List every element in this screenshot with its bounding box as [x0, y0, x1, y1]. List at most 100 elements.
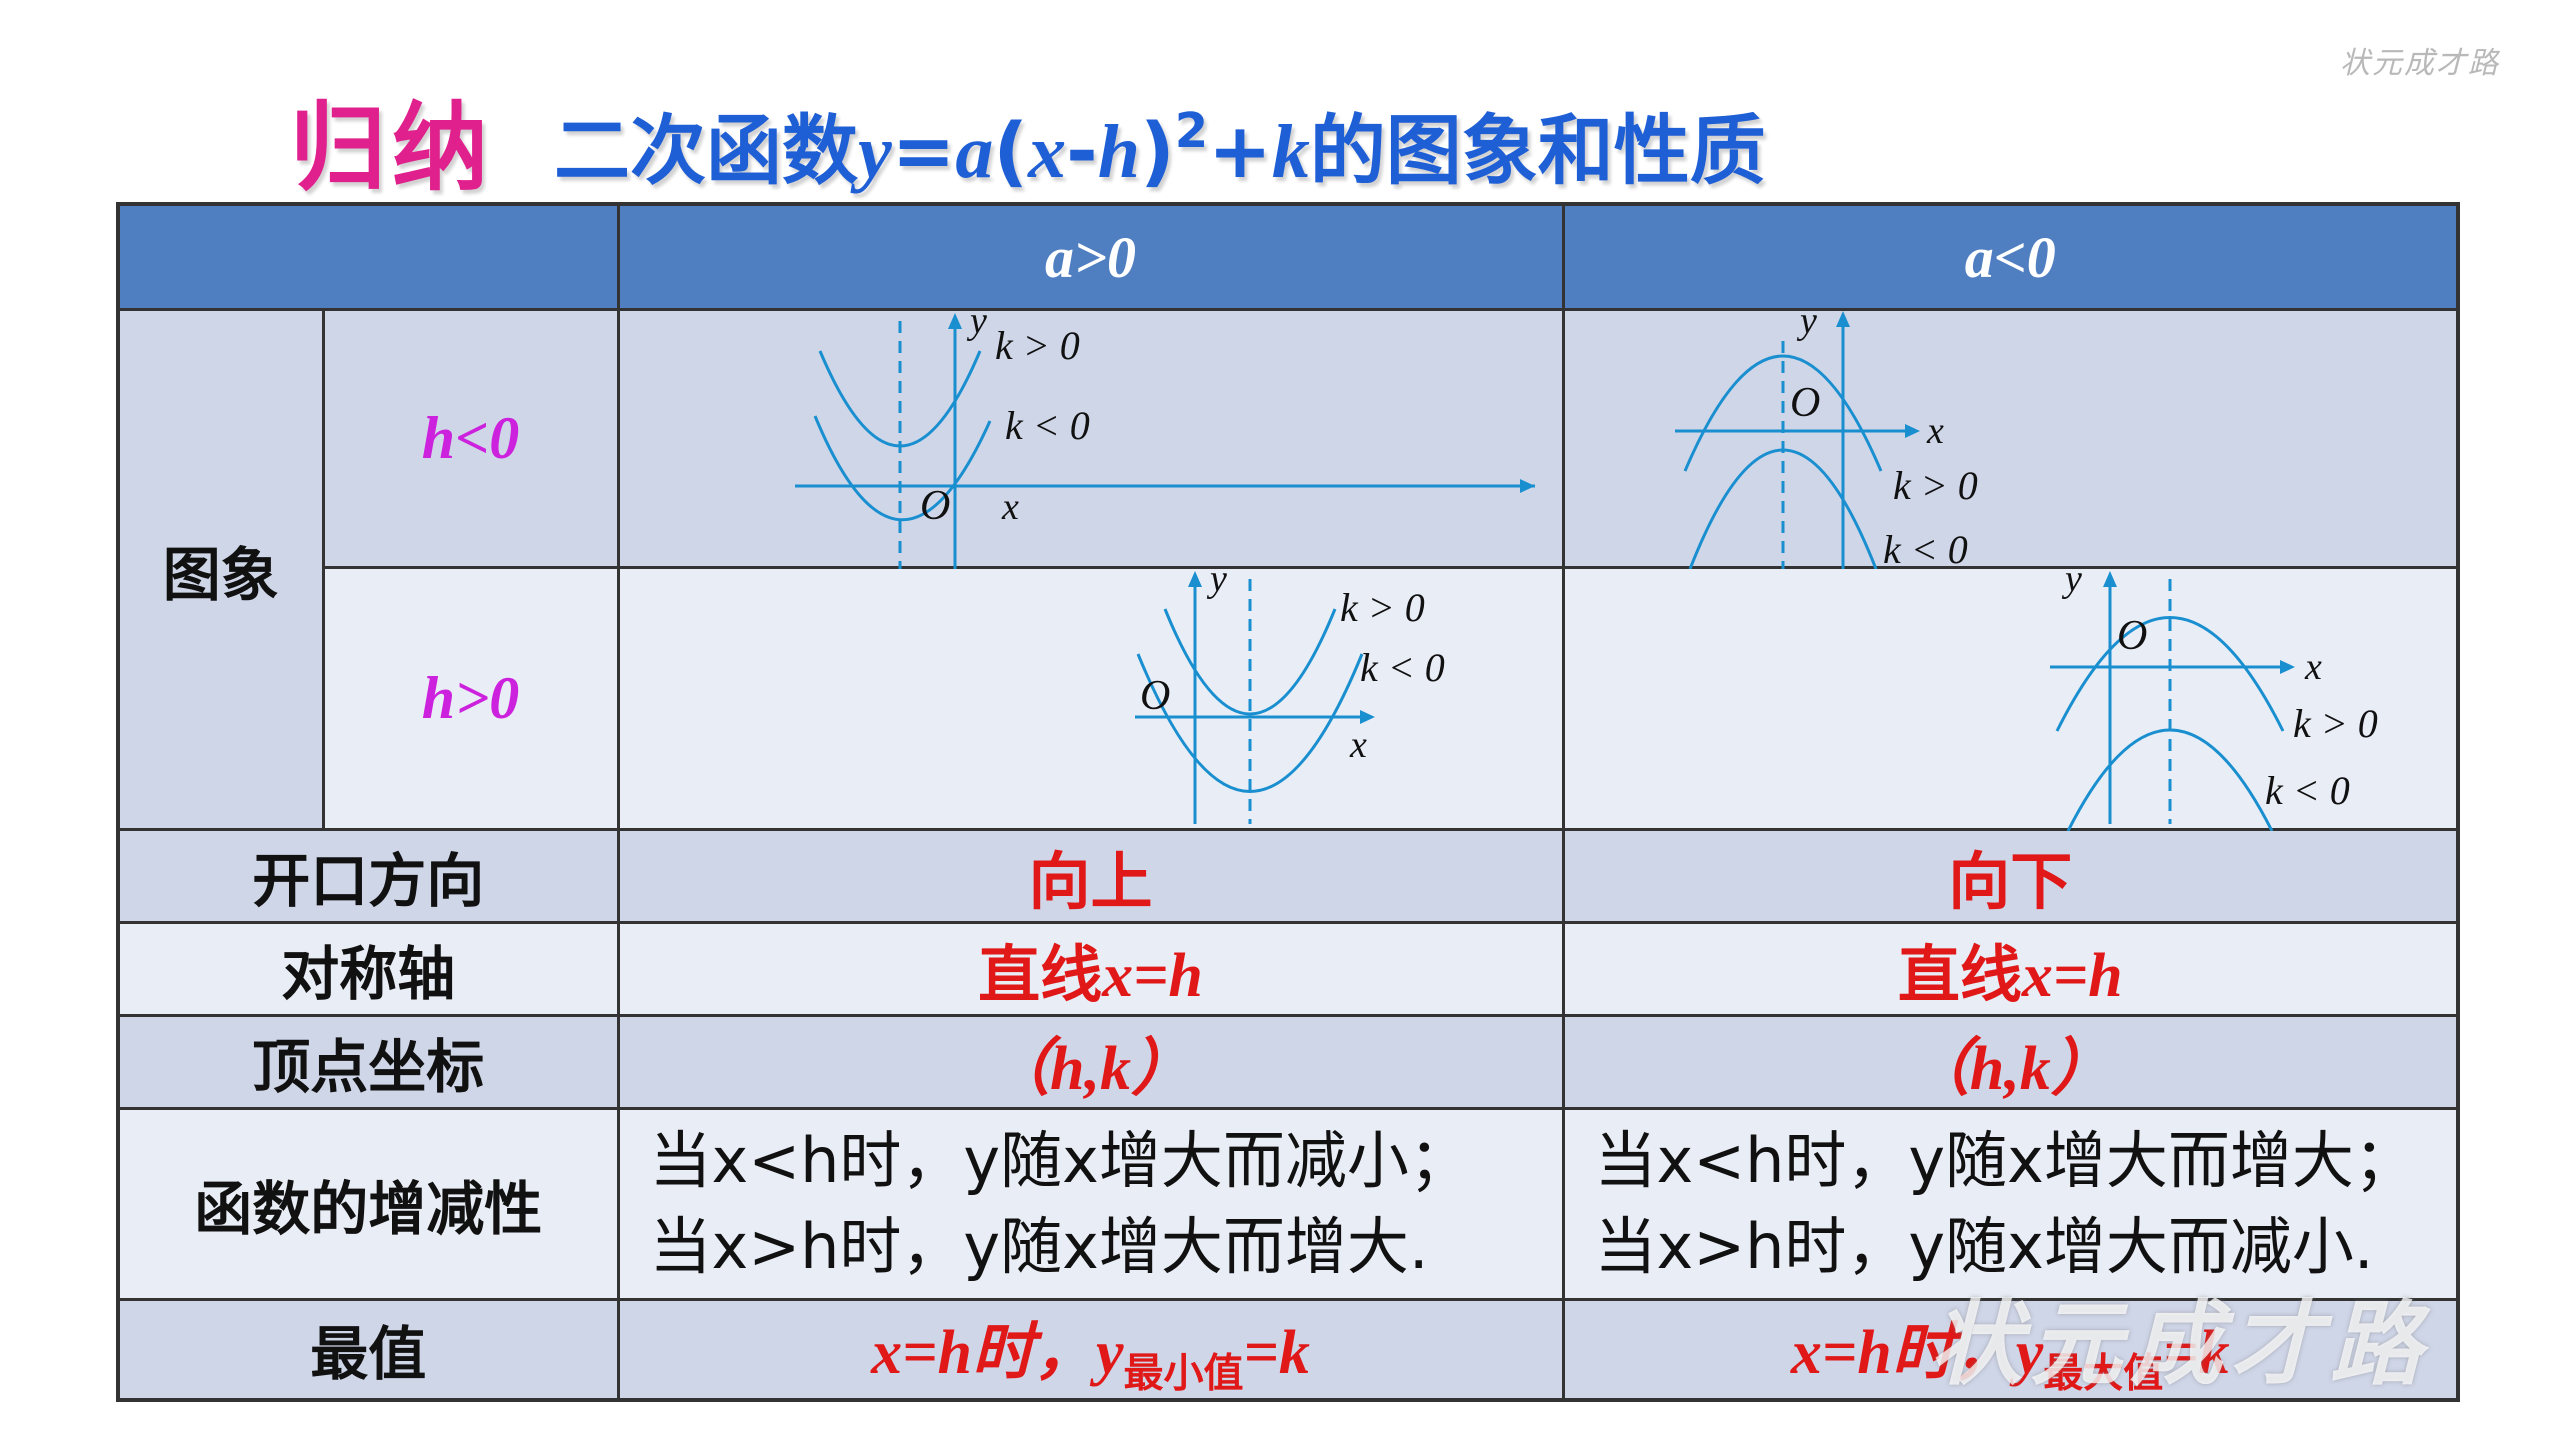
vertex-neg: （h,k） — [1561, 1014, 2460, 1111]
header-a-neg: a<0 — [1561, 202, 2460, 312]
formula-h: h — [1097, 110, 1140, 194]
h-pos-label: h>0 — [321, 566, 620, 832]
monotonic-pos: 当x<h时，y随x增大而减小； 当x>h时，y随x增大而增大. — [616, 1107, 1565, 1301]
y-label: y — [966, 311, 987, 342]
y-arrow — [1187, 571, 1202, 588]
formula-eq: = — [891, 106, 956, 195]
formula-close: ) — [1139, 106, 1175, 195]
graph-row-h-neg: 图象 h<0 O y x k > 0 k < 0 — [116, 308, 2460, 832]
curve-k-neg — [1688, 448, 1877, 570]
origin-label: O — [1140, 673, 1170, 719]
origin-label: O — [920, 483, 950, 529]
row-extreme: 最值 x=h时，y最小值=k x=h时，y最大值=k — [116, 1297, 2460, 1402]
page-title: 归纳 — [290, 91, 494, 204]
graph-down-hpos: O y x k > 0 k < 0 — [2049, 569, 2378, 832]
k-neg-label: k < 0 — [2265, 768, 2350, 813]
axis-neg-formula: x=h — [2021, 942, 2123, 1011]
k-neg-label: k < 0 — [1360, 645, 1445, 690]
x-arrow — [1519, 479, 1535, 494]
curve-k-pos — [818, 350, 981, 448]
opening-neg: 向下 — [1561, 828, 2460, 925]
extreme-neg-sub: 最大值 — [2043, 1349, 2164, 1396]
x-label: x — [1926, 410, 1944, 452]
formula-sup: 2 — [1174, 103, 1209, 159]
monotonic-neg-line2: 当x>h时，y随x增大而减小. — [1594, 1209, 2374, 1283]
y-arrow — [2102, 571, 2117, 588]
opening-label: 开口方向 — [116, 828, 620, 925]
graph-up-hpos: O y x k > 0 k < 0 — [1134, 569, 1445, 825]
properties-table: a>0 a<0 图象 h<0 O y x k > 0 k < 0 — [116, 202, 2460, 1402]
formula-minus: - — [1066, 106, 1098, 195]
curve-k-pos — [2055, 616, 2284, 732]
graph-down-hneg: O y x k > 0 k < 0 — [1674, 311, 1978, 570]
curve-k-pos — [1163, 608, 1336, 716]
row-opening: 开口方向 向上 向下 — [116, 828, 2460, 925]
h-neg-label: h<0 — [321, 308, 620, 570]
y-label: y — [2061, 569, 2082, 600]
page-subtitle: 二次函数y=a(x-h)2+k的图象和性质 — [554, 107, 1766, 196]
extreme-neg-pre: x=h时，y — [1790, 1318, 2044, 1387]
monotonic-neg-line1: 当x<h时，y随x增大而增大； — [1594, 1123, 2416, 1197]
image-label: 图象 — [116, 308, 325, 832]
watermark-top: 状元成才路 — [2340, 46, 2500, 81]
origin-label: O — [2117, 613, 2147, 659]
k-pos-label: k > 0 — [2293, 701, 2378, 746]
x-arrow — [1904, 424, 1920, 439]
axis-neg-prefix: 直线 — [1897, 938, 2022, 1012]
monotonic-neg: 当x<h时，y随x增大而增大； 当x>h时，y随x增大而减小. — [1561, 1107, 2460, 1301]
extreme-pos-post: =k — [1243, 1318, 1310, 1387]
formula-a: a — [955, 110, 994, 194]
x-label: x — [2304, 646, 2322, 688]
header-a-pos: a>0 — [616, 202, 1565, 312]
y-arrow — [947, 313, 962, 330]
vertex-neg-value: （h,k） — [1907, 1035, 2113, 1104]
graph-row-h-pos: h>0 O y x k > 0 k < 0 — [118, 566, 2460, 832]
watermark-bottom: 状元成才路 — [1930, 1290, 2431, 1398]
graph-cell-up-hneg: O y x k > 0 k < 0 — [616, 308, 1565, 570]
k-pos-label: k > 0 — [1340, 585, 1425, 630]
x-label: x — [1349, 724, 1367, 766]
row-axis: 对称轴 直线x=h 直线x=h — [116, 921, 2460, 1018]
graph-cell-up-hpos: O y x k > 0 k < 0 — [616, 566, 1565, 832]
header-row: a>0 a<0 — [116, 202, 2460, 312]
y-arrow — [1835, 311, 1850, 328]
row-vertex: 顶点坐标 （h,k） （h,k） — [116, 1014, 2460, 1111]
y-label: y — [1206, 569, 1227, 600]
k-neg-label: k < 0 — [1005, 403, 1090, 448]
axis-pos: 直线x=h — [616, 921, 1565, 1018]
curve-k-neg — [813, 415, 991, 522]
k-neg-label: k < 0 — [1883, 527, 1968, 569]
monotonic-label: 函数的增减性 — [116, 1107, 620, 1301]
vertex-label: 顶点坐标 — [116, 1014, 620, 1111]
extreme-pos-sub: 最小值 — [1123, 1349, 1244, 1396]
graph-cell-down-hneg: O y x k > 0 k < 0 — [1561, 308, 2460, 570]
opening-pos: 向上 — [616, 828, 1565, 925]
curve-k-neg — [2066, 728, 2273, 832]
origin-label: O — [1790, 380, 1820, 426]
curve-k-pos — [1683, 354, 1882, 472]
formula-plus: + — [1208, 106, 1272, 195]
formula-x: x — [1028, 110, 1067, 194]
k-pos-label: k > 0 — [995, 323, 1080, 368]
header-empty — [116, 202, 620, 312]
row-monotonic: 函数的增减性 当x<h时，y随x增大而减小； 当x>h时，y随x增大而增大. 当… — [116, 1107, 2460, 1301]
vertex-pos: （h,k） — [616, 1014, 1565, 1111]
extreme-label: 最值 — [116, 1297, 620, 1402]
axis-label: 对称轴 — [116, 921, 620, 1018]
axis-pos-prefix: 直线 — [978, 938, 1103, 1012]
axis-pos-formula: x=h — [1102, 942, 1203, 1011]
formula-k: k — [1271, 110, 1310, 194]
k-pos-label: k > 0 — [1893, 463, 1978, 508]
title-row: 归纳 二次函数y=a(x-h)2+k的图象和性质 — [290, 76, 1766, 196]
graph-up-hneg: O y x k > 0 k < 0 — [794, 311, 1535, 570]
curve-k-neg — [1136, 653, 1363, 794]
extreme-pos: x=h时，y最小值=k — [616, 1297, 1565, 1402]
x-arrow — [1359, 710, 1375, 725]
extreme-neg: x=h时，y最大值=k — [1561, 1297, 2460, 1402]
vertex-pos-value: （h,k） — [988, 1035, 1193, 1104]
y-label: y — [1796, 311, 1817, 342]
extreme-pos-pre: x=h时，y — [871, 1318, 1124, 1387]
x-label: x — [1001, 486, 1019, 528]
monotonic-pos-line1: 当x<h时，y随x增大而减小； — [649, 1123, 1471, 1197]
monotonic-pos-line2: 当x>h时，y随x增大而增大. — [649, 1209, 1429, 1283]
